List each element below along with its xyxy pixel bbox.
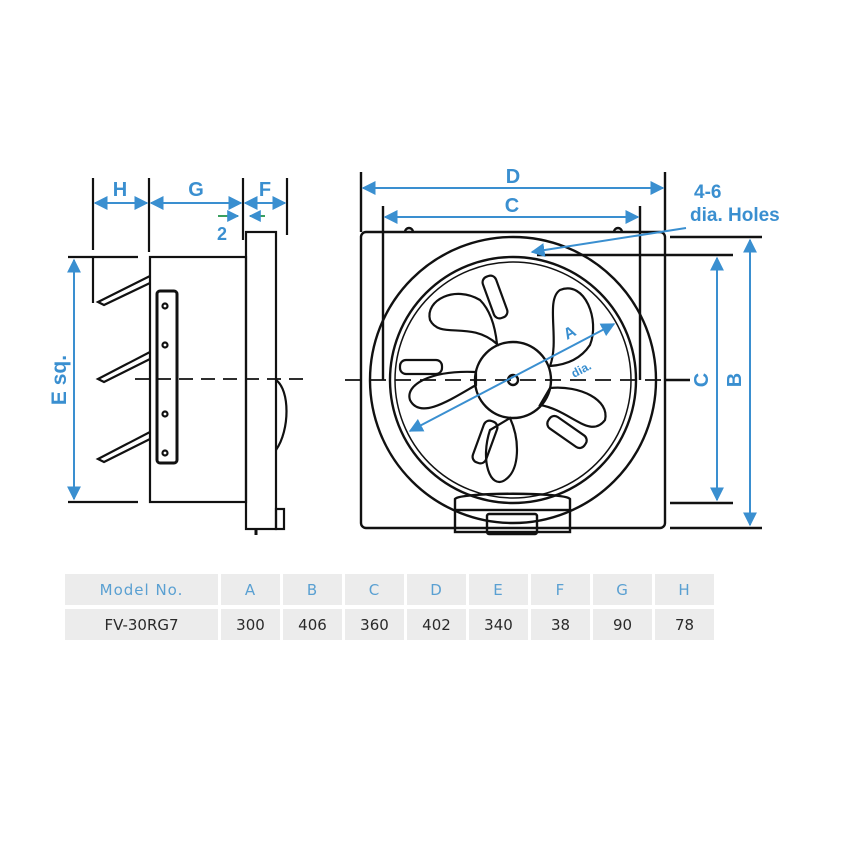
dim-label-a: A xyxy=(561,323,580,344)
cell-c: 360 xyxy=(345,609,404,640)
fan-dimension-diagram: H G F 2 E sq. xyxy=(48,166,780,536)
dim-label-d: D xyxy=(506,166,520,188)
cell-e: 340 xyxy=(469,609,528,640)
dim-label-c-right: C xyxy=(691,373,713,387)
cell-f: 38 xyxy=(531,609,590,640)
side-view xyxy=(68,178,310,535)
table-row: FV-30RG7 300 406 360 402 340 38 90 78 xyxy=(65,609,714,640)
dim-label-b: B xyxy=(724,373,746,387)
header-d: D xyxy=(407,574,466,605)
front-view xyxy=(345,172,762,536)
dim-label-g: G xyxy=(188,179,204,201)
front-view-dimensions xyxy=(361,181,757,527)
header-e: E xyxy=(469,574,528,605)
header-h: H xyxy=(655,574,714,605)
cell-h: 78 xyxy=(655,609,714,640)
dim-label-e: E sq. xyxy=(48,355,71,405)
holes-label-line1: 4-6 xyxy=(694,182,721,203)
header-b: B xyxy=(283,574,342,605)
dim-label-f: F xyxy=(259,179,271,201)
cell-g: 90 xyxy=(593,609,652,640)
cell-a: 300 xyxy=(221,609,280,640)
header-f: F xyxy=(531,574,590,605)
holes-label-line2: dia. Holes xyxy=(690,205,780,226)
dim-label-h: H xyxy=(113,179,127,201)
dim-label-gap: 2 xyxy=(217,224,227,244)
header-model: Model No. xyxy=(65,574,218,605)
header-c: C xyxy=(345,574,404,605)
cell-b: 406 xyxy=(283,609,342,640)
dim-label-a-dia: dia. xyxy=(569,359,594,381)
cell-d: 402 xyxy=(407,609,466,640)
header-a: A xyxy=(221,574,280,605)
header-g: G xyxy=(593,574,652,605)
side-view-dimensions xyxy=(67,196,287,501)
cell-model: FV-30RG7 xyxy=(65,609,218,640)
table-header-row: Model No. A B C D E F G H xyxy=(65,574,714,605)
dimension-spec-table: Model No. A B C D E F G H FV-30RG7 300 4… xyxy=(62,570,717,644)
dim-label-c-top: C xyxy=(505,195,519,217)
